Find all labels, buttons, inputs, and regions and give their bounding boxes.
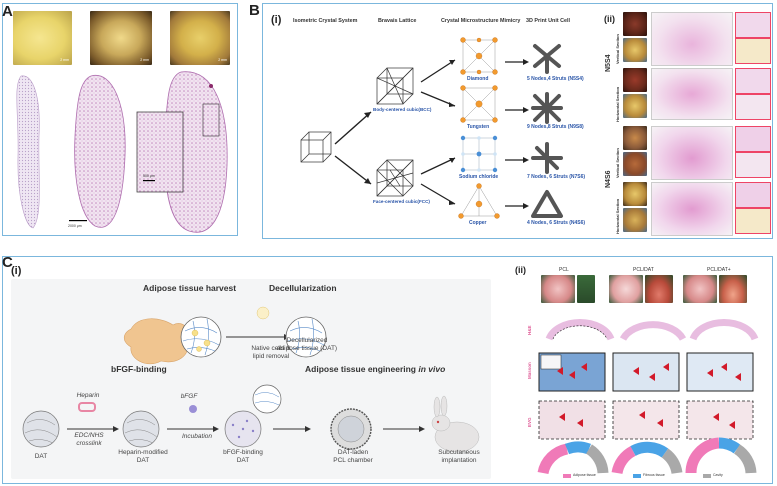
res-photo-1b — [577, 275, 595, 303]
header-microstructure: Crystal Microstructure Mimicry — [441, 18, 521, 24]
panel-c-sub-i: (i) — [11, 265, 22, 277]
cell-n7s6: 7 Nodes, 6 Struts (N7S6) — [527, 174, 586, 180]
sample-photo-4 — [623, 94, 647, 118]
section-label-4: Horizontal Section — [615, 198, 620, 234]
sample-photo-7 — [623, 182, 647, 206]
adipose-photo-1: 2 mm — [13, 11, 72, 65]
title-engineering-text: Adipose tissue engineering — [305, 364, 416, 374]
panel-c-sub-ii: (ii) — [515, 265, 526, 275]
title-bfgf: bFGF-binding — [111, 364, 167, 374]
micro-diamond: Diamond — [467, 76, 489, 82]
micro-nacl: Sodium chloride — [459, 174, 499, 180]
histo-3 — [651, 126, 733, 180]
panel-b-ii-grid: N5S4 N4S6 Vertical Section Horizontal Se… — [605, 10, 771, 236]
zoom-5 — [735, 126, 771, 152]
group-pcl-dat: PCL/DAT — [633, 267, 654, 273]
adipose-photo-3: 2 mm — [170, 11, 230, 65]
schematic-art — [22, 306, 480, 453]
row-label-n5s4: N5S4 — [605, 54, 612, 72]
sample-photo-2 — [623, 38, 647, 62]
photo-scale-2: 2 mm — [140, 58, 149, 62]
label-dat-result-shown: Decellularized adipose tissue (DAT) — [276, 337, 338, 352]
lattice-fcc: Face-centered cubic(FCC) — [373, 199, 430, 204]
panel-c: C (i) (ii) Adipose tissue harvest Decell… — [2, 254, 773, 484]
legend-adipose: Adipose tissue — [573, 473, 596, 477]
panel-b: B (i) (ii) Isometric Crystal System Brav… — [249, 2, 773, 239]
title-in-vivo: in vivo — [418, 364, 446, 374]
group-pcl: PCL — [559, 267, 569, 273]
legend-swatch-fibrous — [633, 474, 641, 478]
results-art — [537, 318, 759, 475]
label-bfgf-dat: bFGF-binding DAT — [223, 449, 263, 464]
panel-b-sub-ii: (ii) — [604, 14, 615, 24]
res-photo-1a — [541, 275, 575, 303]
photo-scale-3: 2 mm — [218, 58, 227, 62]
micro-tungsten: Tungsten — [467, 124, 490, 130]
photo-scale-1: 2 mm — [60, 58, 69, 62]
histology-sections — [16, 71, 228, 233]
label-incubation: Incubation — [182, 433, 212, 440]
legend: Adipose tissue Fibrous tissue Cavity — [563, 473, 763, 481]
row-label-n4s6: N4S6 — [605, 170, 612, 188]
group-pcl-dat-plus: PCL/DAT+ — [707, 267, 731, 273]
header-bravais: Bravais Lattice — [378, 18, 417, 24]
schematic-bg — [11, 279, 491, 479]
sample-photo-6 — [623, 152, 647, 176]
zoom-6 — [735, 152, 771, 178]
title-decell: Decellularization — [269, 283, 337, 293]
histo-1 — [651, 12, 733, 66]
panel-a-label: A — [2, 3, 13, 20]
legend-swatch-cavity — [703, 474, 711, 478]
panel-a: A 2 mm 2 mm 2 mm 500 μm 2000 μm — [2, 3, 238, 236]
label-dat: DAT — [34, 453, 48, 460]
res-photo-2a — [609, 275, 643, 303]
panel-b-label: B — [249, 2, 260, 19]
res-photo-3a — [683, 275, 717, 303]
zoom-1 — [735, 12, 771, 38]
section-label-2: Horizontal Section — [615, 86, 620, 122]
main-scale-label: 2000 μm — [68, 224, 82, 228]
zoom-3 — [735, 68, 771, 94]
label-chamber: DAT-laden PCL chamber — [333, 449, 373, 464]
label-heparin-dat: Heparin-modified DAT — [118, 449, 168, 464]
cell-n9s8: 9 Nodes,8 Struts (N9S8) — [527, 124, 584, 130]
header-unit-cell: 3D Print Unit Cell — [526, 18, 571, 24]
zoom-8 — [735, 208, 771, 234]
section-label-3: Vertical Section — [615, 148, 620, 178]
zoom-4 — [735, 94, 771, 120]
lattice-bcc: Body-centered cubic(BCC) — [373, 107, 432, 112]
label-heparin: Heparin — [76, 392, 100, 399]
res-photo-2b — [645, 275, 673, 303]
adipose-photo-2: 2 mm — [90, 11, 152, 65]
title-harvest: Adipose tissue harvest — [143, 283, 237, 293]
lattice-diagram — [300, 37, 563, 219]
histo-4 — [651, 182, 733, 236]
sample-photo-8 — [623, 208, 647, 232]
sample-photo-3 — [623, 68, 647, 92]
inset-scale-label: 500 μm — [143, 174, 155, 178]
micro-copper: Copper — [469, 220, 487, 226]
label-bfgf: bFGF — [180, 393, 198, 400]
zoom-2 — [735, 38, 771, 64]
cell-n5s4: 5 Nodes,4 Struts (N5S4) — [527, 76, 584, 82]
sample-photo-1 — [623, 12, 647, 36]
zoom-7 — [735, 182, 771, 208]
res-photo-3b — [719, 275, 747, 303]
title-engineering: Adipose tissue engineering in vivo — [305, 364, 445, 374]
histo-2 — [651, 68, 733, 120]
legend-fibrous: Fibrous tissue — [643, 473, 665, 477]
panel-c-label: C — [2, 254, 13, 271]
sample-photo-5 — [623, 126, 647, 150]
label-native: Native cells & lipid removal — [251, 345, 291, 360]
legend-swatch-adipose — [563, 474, 571, 478]
label-implant: Subcutaneous implantation — [438, 449, 480, 464]
cell-n4s6: 4 Nodes, 6 Struts (N4S6) — [527, 220, 586, 226]
header-crystal-system: Isometric Crystal System — [293, 18, 358, 24]
results-grid: PCL PCL/DAT PCL/DAT+ H&E Masson EVG — [523, 267, 769, 481]
label-edc: EDC/NHS crosslink — [74, 432, 104, 447]
panel-b-sub-i: (i) — [271, 14, 282, 26]
legend-cavity: Cavity — [713, 473, 723, 477]
section-label-1: Vertical Section — [615, 34, 620, 64]
